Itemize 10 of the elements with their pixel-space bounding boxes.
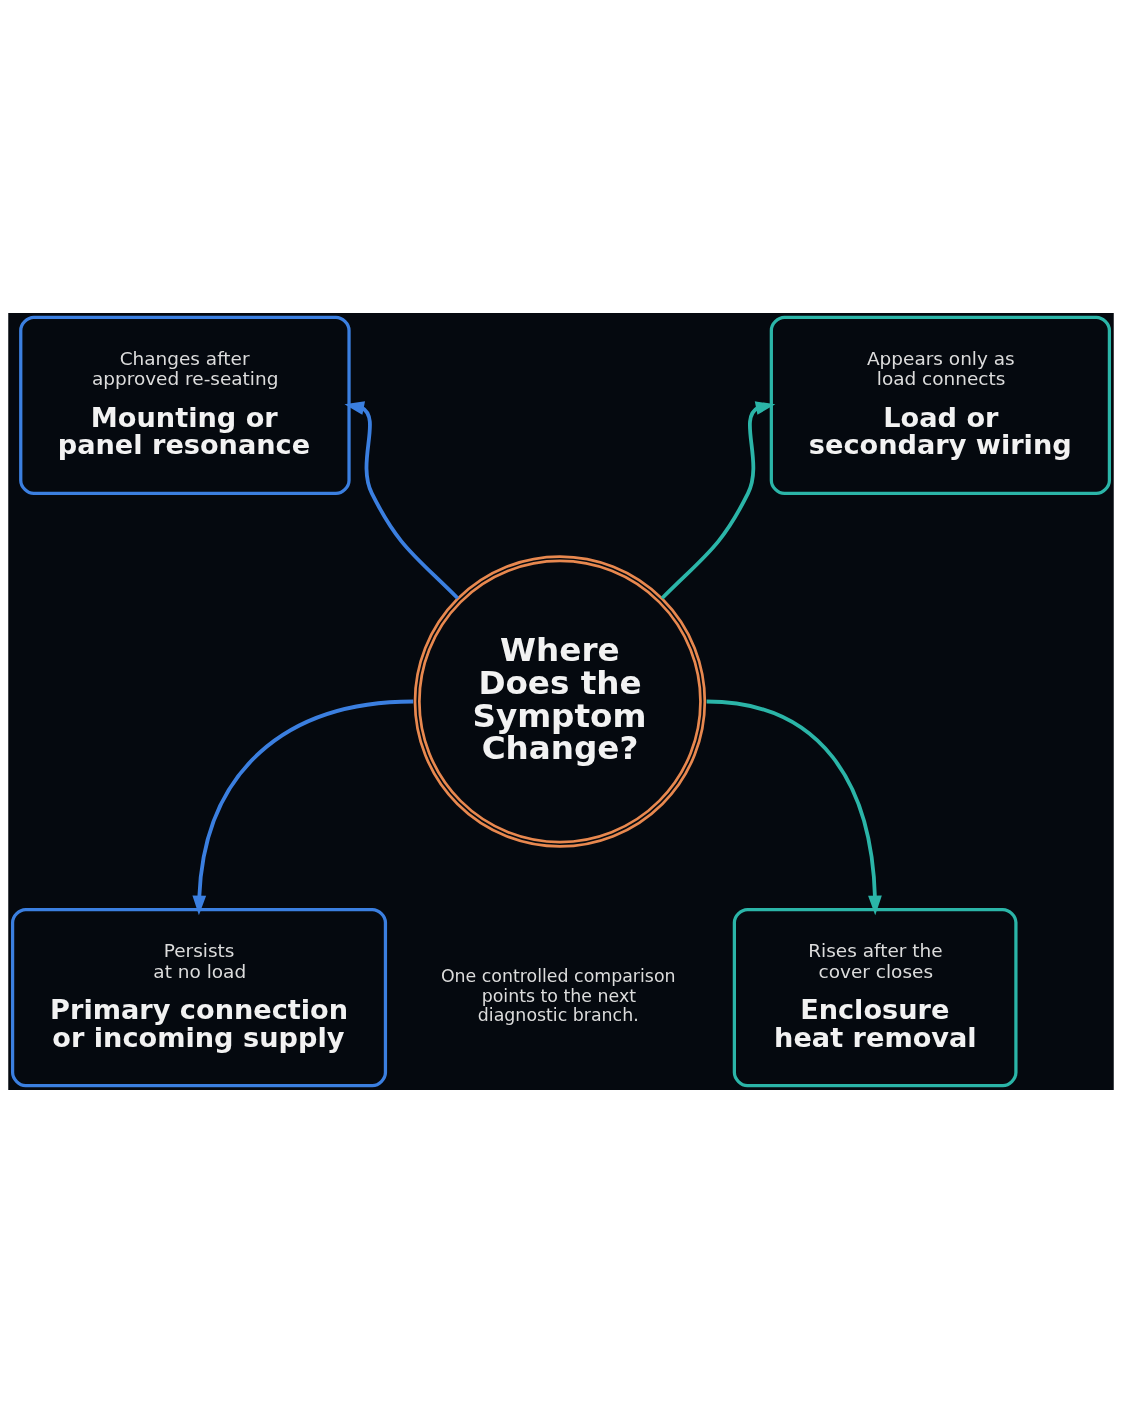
arrow <box>706 699 882 915</box>
node-circle: Where Does the Symptom Change? <box>413 554 707 848</box>
arrow <box>660 400 776 600</box>
label: One controlled comparison points to the next diagnostic branch. <box>440 965 676 1025</box>
node-box: Persists at no load Primary connection or incoming supply <box>10 907 388 1087</box>
arrow <box>344 400 460 600</box>
node-box: Rises after the cover closes Enclosure heat removal <box>732 907 1018 1087</box>
arrow <box>192 699 414 915</box>
node-box: Changes after approved re-seating Mounting or panel resonance <box>19 315 351 495</box>
node-box: Appears only as load connects Load or secondary wiring <box>769 315 1112 495</box>
